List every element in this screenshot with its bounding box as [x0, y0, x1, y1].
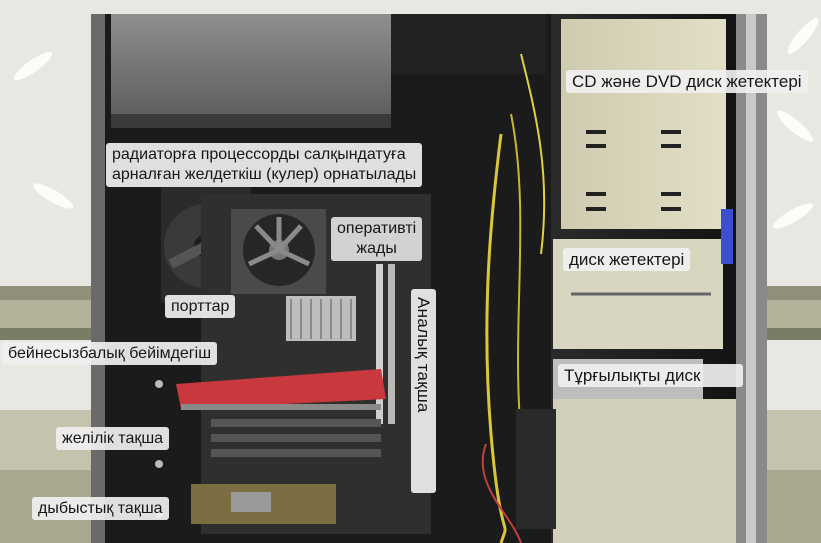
label-ram-line2: жады [356, 240, 397, 257]
leaf-shape [770, 199, 816, 233]
label-disk-drives: диск жетектері [563, 248, 691, 271]
power-supply [111, 14, 391, 124]
label-motherboard: Аналық тақша [411, 289, 436, 493]
leaf-shape [10, 47, 56, 85]
video-card [176, 369, 386, 409]
label-ram: оперативті жады [331, 217, 423, 261]
label-ram-line1: оперативті [337, 220, 417, 237]
label-cooler-line1: радиаторға процессорды салқындатуға [112, 146, 406, 163]
label-cd-dvd-drives: CD және DVD диск жетектері [566, 70, 808, 93]
optical-drive-bay [561, 19, 726, 229]
leaf-shape [30, 179, 76, 213]
cpu-fan-icon [231, 209, 326, 294]
label-cooler-line2: арналған желдеткіш (кулер) орнатылады [112, 166, 417, 183]
leaf-shape [773, 106, 817, 146]
label-video-adapter: бейнесызбалық бейімдегіш [2, 342, 218, 365]
label-ports: порттар [165, 295, 236, 318]
leaf-shape [783, 14, 821, 58]
label-hard-disk: Тұрғылықты диск [558, 364, 743, 387]
label-cooler: радиаторға процессорды салқындатуға арна… [106, 143, 423, 187]
label-network-card: желілік тақша [56, 427, 170, 450]
label-sound-card: дыбыстық тақша [32, 497, 169, 520]
